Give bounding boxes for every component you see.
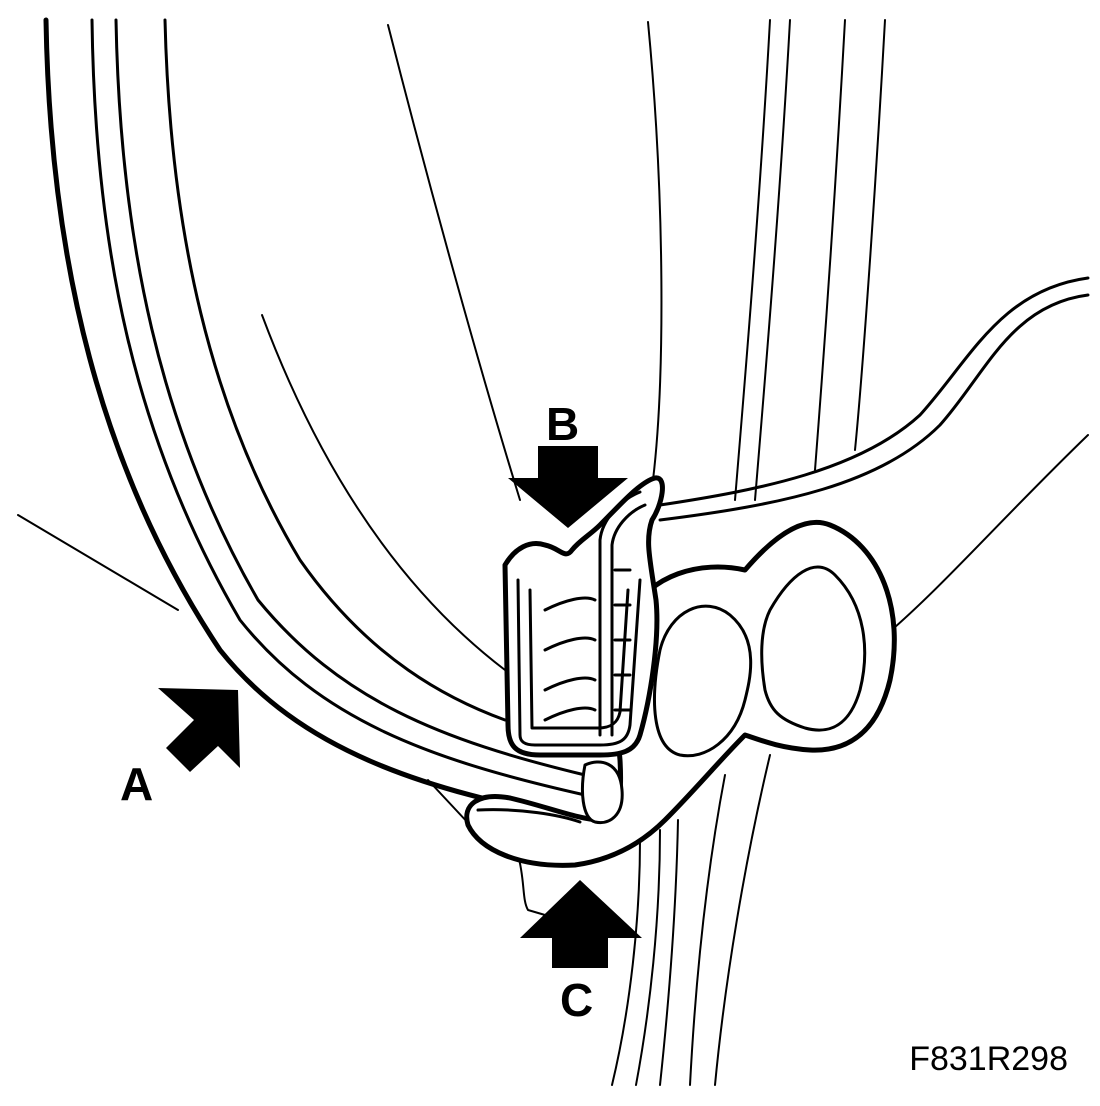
upper-trim-outer: [658, 276, 1090, 507]
seal-bulb-right-hole: [760, 565, 867, 732]
background-panel-lines: [17, 19, 1089, 1086]
clip-grip-4: [543, 706, 597, 722]
seal-lower-lip: [476, 808, 582, 824]
seal-bulb-left-hole: [653, 604, 753, 758]
upper-trim-inner: [658, 293, 1090, 522]
right-pillar-line-2: [734, 19, 771, 501]
clip-grip-1: [543, 596, 597, 612]
arrows: [158, 446, 642, 968]
lower-vertical-line-1: [611, 839, 641, 1086]
seal-clip-inner-channel: [516, 578, 642, 747]
lower-vertical-line-5: [714, 754, 771, 1086]
right-pillar-line-3: [754, 19, 791, 501]
flange-tongue-inner: [610, 503, 647, 737]
seal-tip-bead: [580, 760, 624, 825]
lower-vertical-line-2: [635, 829, 661, 1086]
frame-curve-4: [163, 18, 507, 722]
lower-left-panel-line: [427, 779, 471, 826]
arrow-b-icon: [508, 446, 628, 528]
upper-curve-line: [387, 24, 521, 501]
label-a: A: [120, 758, 153, 810]
label-c: C: [560, 974, 593, 1026]
clip-teeth: [613, 568, 632, 712]
door-frame: [43, 17, 588, 823]
lower-vertical-line-3: [659, 819, 679, 1086]
right-pillar-line-5: [854, 19, 886, 451]
upper-trim: [658, 276, 1090, 522]
inner-curve-line: [261, 314, 506, 671]
outer-frame-curve: [43, 17, 588, 823]
frame-curve-3: [114, 18, 587, 777]
clip-grip-2: [543, 636, 597, 652]
right-pillar-line-4: [814, 19, 846, 471]
right-pillar-line-1: [647, 21, 663, 481]
arrow-c-icon: [520, 880, 642, 968]
right-diagonal-line: [879, 434, 1089, 641]
upper-left-diagonal-line: [17, 514, 179, 611]
frame-curve-2: [90, 18, 587, 797]
lower-vertical-line-4: [689, 774, 726, 1086]
flange-tongue: [598, 490, 642, 737]
arrow-a-icon: [158, 688, 240, 772]
figure-reference: F831R298: [909, 1040, 1068, 1078]
seal-clip: [502, 475, 665, 825]
label-b: B: [546, 398, 579, 450]
clip-grip-3: [543, 676, 597, 692]
